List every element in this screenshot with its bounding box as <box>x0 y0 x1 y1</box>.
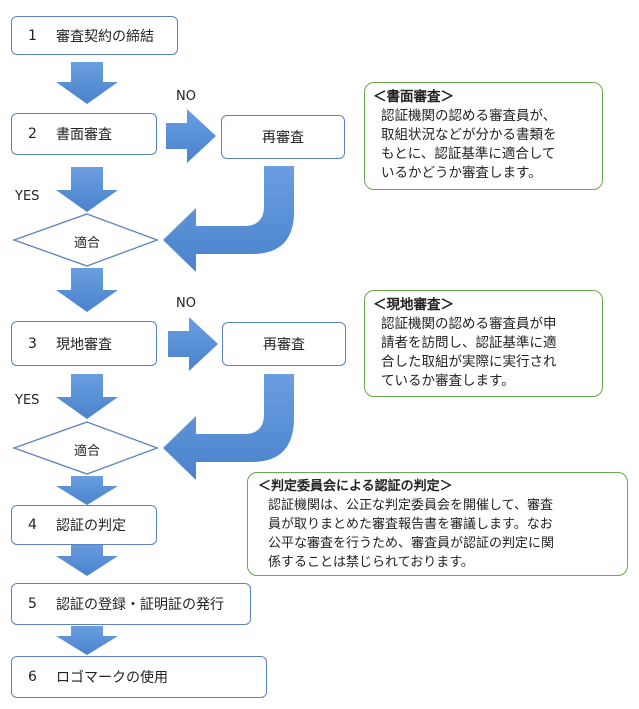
no-label-2: NO <box>176 296 196 311</box>
step-number: 6 <box>28 669 37 685</box>
note-line: 請者を訪問し、認証基準に適 <box>381 335 557 351</box>
note-title: ＜書面審査＞ <box>373 89 454 105</box>
arrow-return-2 <box>163 374 294 480</box>
note-body: 認証機関の認める審査員が、 取組状況などが分かる書類を もとに、認証基準に適合し… <box>373 107 594 183</box>
step-3-site-review: 3 現地審査 <box>11 321 157 366</box>
step-number: 2 <box>28 126 37 142</box>
arrow-down-6 <box>56 540 118 576</box>
arrow-down-4 <box>56 374 118 419</box>
step-number: 1 <box>28 27 37 44</box>
step-number: 3 <box>28 335 37 352</box>
arrow-right-no-2 <box>168 317 218 371</box>
step-label: ロゴマークの使用 <box>56 670 168 686</box>
step-label: 現地審査 <box>56 336 112 353</box>
note-line: 合した取組が実際に実行され <box>381 354 557 370</box>
step-label: 書面審査 <box>56 127 112 143</box>
note-line: 取組状況などが分かる書類を <box>381 127 557 143</box>
note-site-review: ＜現地審査＞ 認証機関の認める審査員が申 請者を訪問し、認証基準に適 合した取組… <box>364 290 603 397</box>
yes-label-1: YES <box>15 189 40 204</box>
arrow-down-3 <box>56 268 118 312</box>
note-line: 認証機関は、公正な判定委員会を開催して、審査 <box>268 498 553 513</box>
reexam-box-2: 再審査 <box>222 322 346 366</box>
reexam-box-1: 再審査 <box>221 115 345 159</box>
note-title: ＜判定委員会による認証の判定＞ <box>258 479 453 494</box>
arrow-right-no-1 <box>166 109 216 163</box>
arrow-return-1 <box>163 166 294 272</box>
note-line: ているか審査します。 <box>381 373 515 389</box>
arrow-down-7 <box>56 626 118 655</box>
arrow-down-5 <box>56 476 118 505</box>
decision-diamond-2 <box>12 421 159 475</box>
arrow-down-1 <box>56 62 118 104</box>
note-title: ＜現地審査＞ <box>373 297 454 313</box>
note-line: もとに、認証基準に適合して <box>381 146 556 162</box>
note-judgment: ＜判定委員会による認証の判定＞ 認証機関は、公正な判定委員会を開催して、審査 員… <box>247 472 628 576</box>
note-line: 係することは禁じられております。 <box>268 555 474 570</box>
step-6-logo-use: 6 ロゴマークの使用 <box>11 656 267 698</box>
note-body: 認証機関は、公正な判定委員会を開催して、審査 員が取りまとめた審査報告書を審議し… <box>258 496 617 572</box>
step-label: 認証の判定 <box>56 518 126 534</box>
note-line: 員が取りまとめた審査報告書を審議します。なお <box>268 517 553 532</box>
step-label: 審査契約の締結 <box>56 28 154 45</box>
decision-label-2: 適合 <box>73 444 100 459</box>
note-document-review: ＜書面審査＞ 認証機関の認める審査員が、 取組状況などが分かる書類を もとに、認… <box>364 82 603 190</box>
note-line: 認証機関の認める審査員が申 <box>381 316 557 332</box>
note-line: いるかどうか審査します。 <box>381 165 542 181</box>
decision-diamond-1 <box>12 213 159 267</box>
note-body: 認証機関の認める審査員が申 請者を訪問し、認証基準に適 合した取組が実際に実行さ… <box>373 315 594 391</box>
step-2-document-review: 2 書面審査 <box>11 113 157 155</box>
yes-label-2: YES <box>15 393 40 408</box>
no-label-1: NO <box>176 89 196 104</box>
arrow-down-2 <box>56 167 118 212</box>
step-1-contract: 1 審査契約の締結 <box>11 16 178 55</box>
step-label: 認証の登録・証明証の発行 <box>56 597 224 613</box>
note-line: 認証機関の認める審査員が、 <box>381 108 557 124</box>
step-number: 5 <box>28 596 37 612</box>
decision-label-1: 適合 <box>73 236 100 251</box>
step-number: 4 <box>28 517 37 533</box>
step-5-registration: 5 認証の登録・証明証の発行 <box>11 583 251 625</box>
note-line: 公平な審査を行うため、審査員が認証の判定に関 <box>268 536 555 551</box>
step-4-judgment: 4 認証の判定 <box>11 505 157 545</box>
